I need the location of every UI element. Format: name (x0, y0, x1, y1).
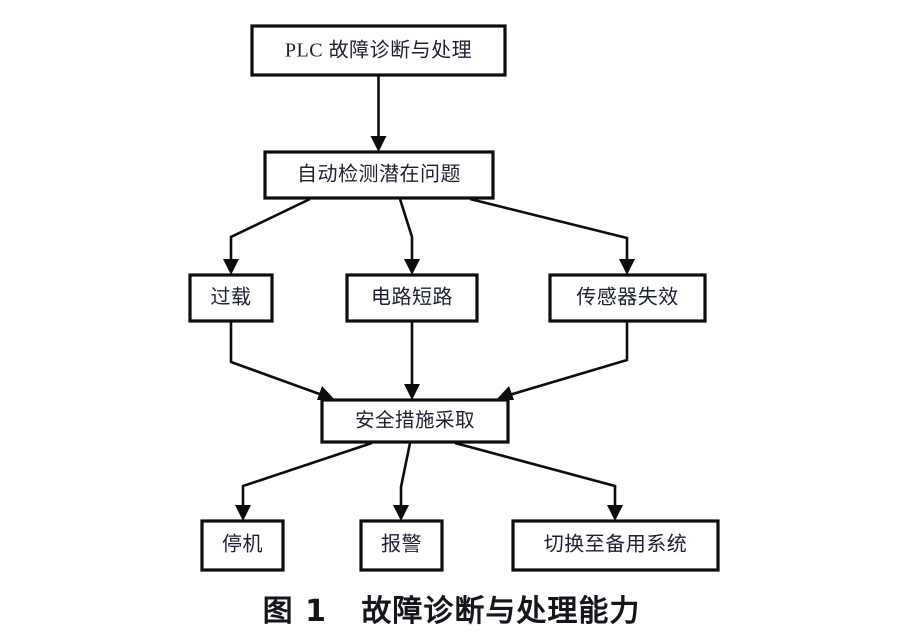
node-stop-label: 停机 (222, 533, 263, 556)
node-safety-label: 安全措施采取 (355, 409, 475, 431)
node-overload-label: 过载 (211, 286, 252, 309)
node-short-circuit-label: 电路短路 (371, 286, 453, 309)
node-overload[interactable]: 过载 (188, 273, 274, 323)
node-sensor-failure-label: 传感器失效 (576, 286, 679, 309)
edge-root-to-detect (370, 75, 387, 152)
edge-safety-to-stop (235, 441, 373, 521)
flowchart-canvas: PLC 故障诊断与处理 自动检测潜在问题 过载 电路短路 传感器失效 安全措施采 (188, 24, 720, 572)
edge-short-circuit-to-safety (404, 321, 420, 400)
node-backup-label: 切换至备用系统 (544, 533, 688, 556)
node-sensor-failure[interactable]: 传感器失效 (548, 273, 707, 323)
node-root[interactable]: PLC 故障诊断与处理 (250, 24, 507, 77)
node-safety[interactable]: 安全措施采取 (320, 398, 510, 444)
edge-safety-to-backup (454, 441, 623, 521)
node-backup[interactable]: 切换至备用系统 (511, 519, 720, 572)
edge-detect-to-short-circuit (398, 198, 420, 275)
edge-sensor-failure-to-safety (496, 321, 629, 400)
edge-detect-to-overload (223, 197, 311, 275)
edge-safety-to-alarm (393, 442, 412, 521)
node-root-label: PLC 故障诊断与处理 (285, 39, 472, 62)
edge-detect-to-sensor-failure (469, 197, 635, 275)
node-short-circuit[interactable]: 电路短路 (345, 273, 479, 323)
node-detect-label: 自动检测潜在问题 (297, 163, 461, 186)
node-alarm[interactable]: 报警 (359, 519, 444, 572)
node-stop[interactable]: 停机 (200, 519, 285, 572)
node-layer: PLC 故障诊断与处理 自动检测潜在问题 过载 电路短路 传感器失效 安全措施采 (188, 24, 720, 572)
node-alarm-label: 报警 (381, 533, 422, 556)
figure-caption: 图 1 故障诊断与处理能力 (262, 594, 641, 629)
edge-overload-to-safety (229, 321, 335, 400)
edge-layer (223, 75, 635, 521)
node-detect[interactable]: 自动检测潜在问题 (263, 150, 495, 200)
